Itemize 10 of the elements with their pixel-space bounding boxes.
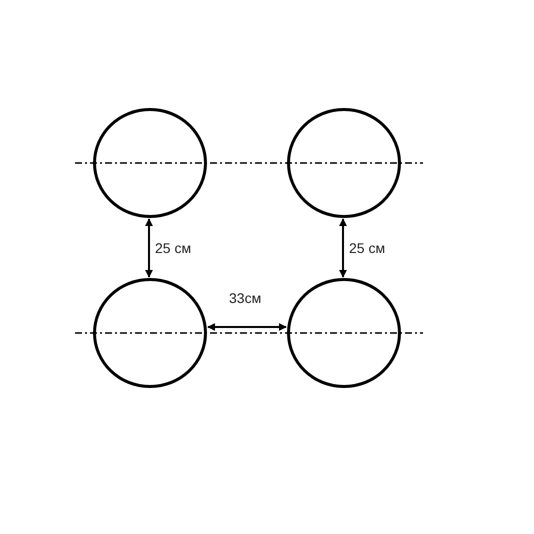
double-arrow xyxy=(339,218,347,278)
edge-label: 25 см xyxy=(349,241,386,255)
circle xyxy=(287,278,401,388)
circle xyxy=(287,108,401,218)
double-arrow xyxy=(207,323,287,331)
circle xyxy=(93,278,207,388)
edge-label: 33см xyxy=(229,291,262,305)
edge-label: 25 см xyxy=(155,241,192,255)
double-arrow xyxy=(145,218,153,278)
circle xyxy=(93,108,207,218)
